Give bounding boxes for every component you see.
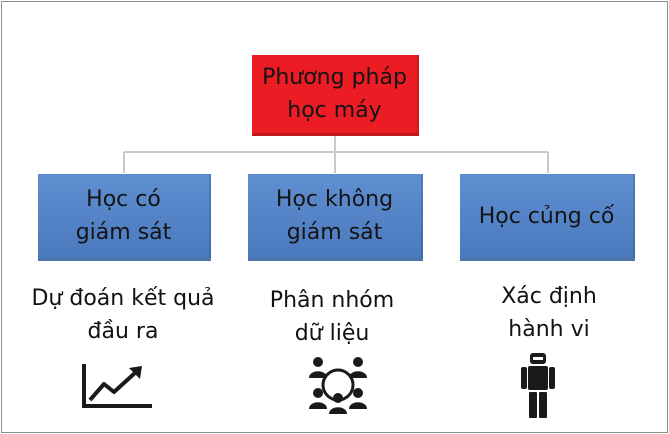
caption-cluster-data: Phân nhóm dữ liệu — [269, 288, 395, 346]
robot-icon — [521, 353, 555, 418]
caption-determine-behavior: Xác định hành vi — [501, 284, 597, 342]
branch-reinforcement-learning: Học củng cố — [460, 174, 635, 261]
root-node-label: Phương pháp học máy — [262, 65, 407, 123]
branch-label: Học củng cố — [478, 203, 615, 229]
branch-label: Học không giám sát — [275, 187, 394, 245]
group-people-icon — [309, 357, 367, 414]
caption-predict-output: Dự đoán kết quả đầu ra — [31, 286, 215, 344]
branch-unsupervised-learning: Học không giám sát — [248, 174, 423, 261]
root-node: Phương pháp học máy — [252, 55, 419, 136]
branch-label: Học có giám sát — [75, 187, 172, 245]
branch-supervised-learning: Học có giám sát — [38, 174, 211, 261]
trend-chart-icon — [82, 364, 152, 408]
